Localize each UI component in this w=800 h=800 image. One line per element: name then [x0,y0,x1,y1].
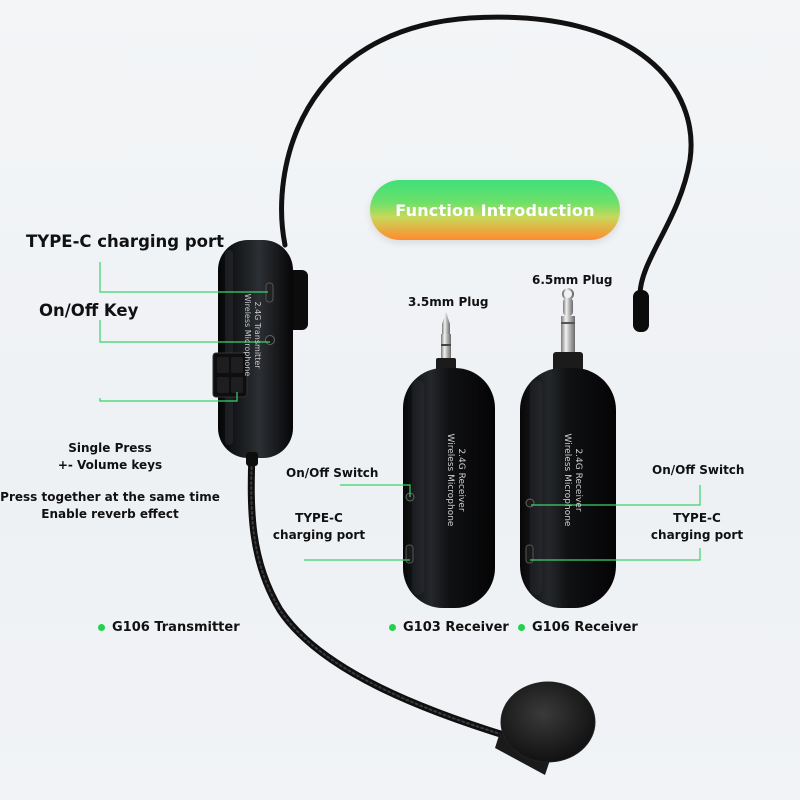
label-g103-type-c-line2: charging port [272,528,366,542]
transmitter-on-off-key [265,335,275,345]
caption-g106-receiver: G106 Receiver [518,620,638,635]
receiver-g106-switch [525,498,535,508]
label-g103-type-c-line1: TYPE-C [295,511,343,525]
receiver-g103-printed-line2: Wireless Microphone [445,433,455,527]
caption-g106-transmitter-text: G106 Transmitter [112,620,240,635]
banner-title: Function Introduction [395,200,595,220]
bullet-dot-icon [389,624,396,631]
label-g106-on-off-switch: On/Off Switch [652,463,745,477]
label-g106-type-c-line1: TYPE-C [673,511,721,525]
function-introduction-banner: Function Introduction [370,180,620,240]
label-3-5mm-plug: 3.5mm Plug [408,295,489,309]
receiver-g103-printed-text: 2.4G Receiver Wireless Microphone [444,434,466,527]
transmitter-printed-line1: 2.4G Transmitter [253,301,262,369]
transmitter-printed-text: 2.4G Transmitter Wireless Microphone [242,294,262,377]
receiver-g106-printed-text: 2.4G Receiver Wireless Microphone [561,434,583,527]
foam-windscreen [501,682,595,762]
leader-lines [99,262,701,561]
bullet-dot-icon [98,624,105,631]
label-6-5mm-plug: 6.5mm Plug [532,273,613,287]
receiver-g106-type-c-port [525,544,534,564]
label-reverb: Press together at the same time Enable r… [0,489,220,523]
label-single-press: Single Press [68,441,152,455]
label-g103-type-c: TYPE-C charging port [273,510,365,544]
receiver-g106-printed-line1: 2.4G Receiver [573,448,583,512]
receiver-g103-body [403,368,495,608]
caption-g106-receiver-text: G106 Receiver [532,620,638,635]
ear-tip [633,290,649,332]
receiver-g103-type-c-port [405,544,414,564]
label-volume-keys: Single Press +- Volume keys [58,440,162,474]
transmitter-body [218,240,293,458]
label-press-together: Press together at the same time [0,490,220,504]
receiver-g106-printed-line2: Wireless Microphone [562,433,572,527]
transmitter-printed-line2: Wireless Microphone [243,293,252,377]
label-on-off-key: On/Off Key [39,301,139,320]
label-g106-type-c: TYPE-C charging port [651,510,743,544]
receiver-g103-printed-line1: 2.4G Receiver [456,448,466,512]
label-enable-reverb: Enable reverb effect [41,507,179,521]
headband-wire [279,14,694,298]
bullet-dot-icon [518,624,525,631]
label-volume-keys-text: +- Volume keys [57,458,163,472]
label-g106-type-c-line2: charging port [650,528,744,542]
label-type-c-charging-port: TYPE-C charging port [26,232,225,251]
caption-g106-transmitter: G106 Transmitter [98,620,240,635]
caption-g103-receiver-text: G103 Receiver [403,620,509,635]
label-g103-on-off-switch: On/Off Switch [286,466,379,480]
caption-g103-receiver: G103 Receiver [389,620,509,635]
receiver-g106-body [520,368,616,608]
